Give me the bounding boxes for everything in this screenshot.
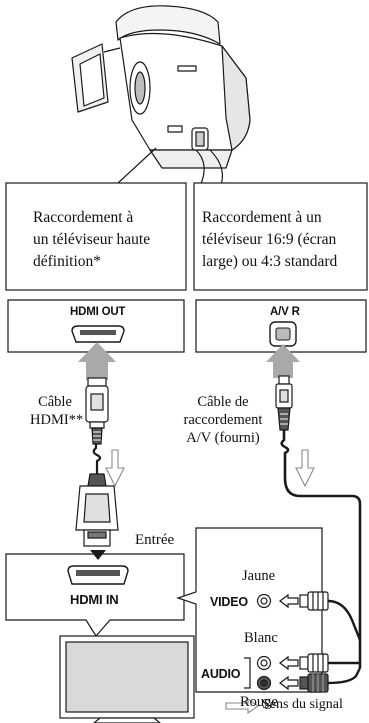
audio-jack-white	[256, 655, 272, 671]
hd-title-line-3: définition*	[33, 253, 102, 270]
hdmi-cable-label-line-2: HDMI**	[30, 412, 84, 428]
std-title-box	[193, 182, 368, 291]
camcorder-illustration	[71, 5, 251, 201]
plug-arrows	[279, 593, 299, 691]
av-cable	[280, 430, 362, 668]
av-plug	[275, 375, 293, 431]
red-label: Rouge	[240, 694, 278, 710]
std-title-line-3: large) ou 4:3 standard	[202, 253, 338, 270]
white-label: Blanc	[244, 630, 278, 646]
signal-direction-label: Sens du signal	[262, 697, 343, 712]
hd-title-line-2: un téléviseur haute	[33, 231, 151, 248]
av-cable-label-line-2: raccordement	[183, 412, 263, 428]
video-jack	[256, 593, 272, 609]
std-signal-arrow	[295, 449, 315, 488]
audio-jack-red	[256, 675, 272, 691]
rca-plug-white	[299, 653, 360, 673]
hdmi-in-panel	[5, 553, 185, 638]
hdmi-plug-top	[85, 377, 109, 445]
signal-direction-legend-arrow	[225, 697, 259, 715]
hdmi-insert-arrow	[78, 342, 116, 380]
rca-plug-red	[299, 667, 362, 693]
av-cable-label-line-1: Câble de	[197, 394, 249, 410]
hdmi-out-socket-pins	[80, 330, 116, 335]
std-title-line-1: Raccordement à un	[202, 209, 322, 226]
hdmi-plug-bottom	[75, 473, 119, 547]
hdmi-in-label: HDMI IN	[70, 592, 119, 607]
rca-plug-yellow	[299, 591, 362, 641]
tv-illustration	[59, 635, 195, 723]
hdmi-out-label: HDMI OUT	[70, 306, 126, 318]
input-label: Entrée	[135, 532, 175, 548]
video-port-label: VIDEO	[210, 595, 248, 609]
hdmi-cable-label-line-1: Câble	[38, 394, 72, 410]
av-input-panel	[176, 527, 323, 693]
av-insert-arrow	[266, 344, 300, 378]
hd-signal-arrow	[105, 449, 125, 488]
yellow-label: Jaune	[242, 568, 276, 584]
hd-title-box	[5, 182, 187, 291]
audio-port-label: AUDIO	[201, 667, 241, 681]
hd-title-line-1: Raccordement à	[33, 209, 134, 226]
av-cable-label-line-3: A/V (fourni)	[186, 430, 260, 446]
std-title-line-2: téléviseur 16:9 (écran	[202, 231, 337, 248]
av-r-label: A/V R	[270, 306, 300, 318]
hdmi-in-marker-triangle	[90, 550, 106, 560]
